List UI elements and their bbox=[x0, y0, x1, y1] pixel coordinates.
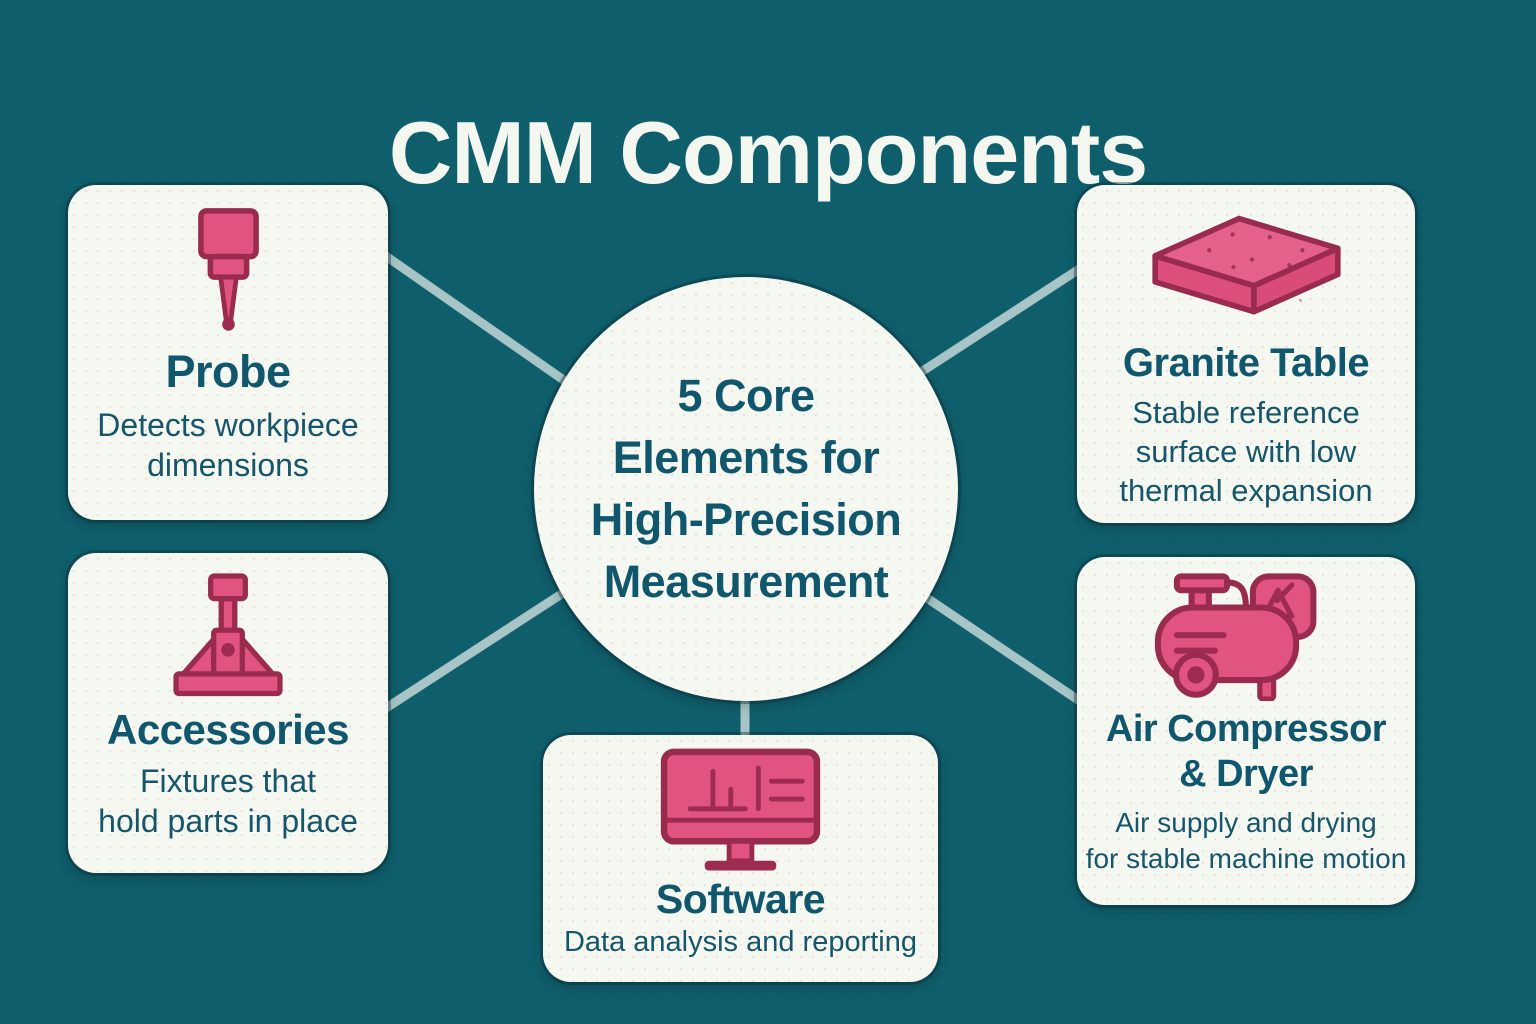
card-probe-description: Detects workpiece dimensions bbox=[97, 406, 359, 483]
card-air-compressor-dryer-description: Air supply and drying for stable machine… bbox=[1085, 806, 1407, 875]
card-accessories-description: Fixtures that hold parts in place bbox=[98, 763, 358, 840]
card-air-compressor-dryer-title: Air Compressor & Dryer bbox=[1105, 708, 1387, 795]
probe-icon bbox=[181, 203, 276, 337]
card-software-description: Data analysis and reporting bbox=[563, 926, 918, 959]
card-air-compressor-dryer: Air Compressor & Dryer Air supply and dr… bbox=[1077, 557, 1415, 905]
granite-slab-icon bbox=[1144, 211, 1349, 323]
card-granite-table: Granite Table Stable reference surface w… bbox=[1077, 185, 1415, 523]
monitor-chart-icon bbox=[659, 747, 822, 873]
fixture-clamp-icon bbox=[164, 569, 292, 699]
card-software-title: Software bbox=[655, 876, 826, 922]
connector-accessories bbox=[377, 578, 583, 716]
center-circle-text: 5 Core Elements for High-Precision Measu… bbox=[590, 369, 902, 608]
connector-probe bbox=[377, 248, 588, 399]
card-granite-table-description: Stable reference surface with low therma… bbox=[1119, 395, 1373, 509]
card-probe: Probe Detects workpiece dimensions bbox=[68, 185, 388, 520]
connector-air-compressor bbox=[912, 586, 1093, 712]
center-circle: 5 Core Elements for High-Precision Measu… bbox=[534, 277, 958, 701]
card-accessories-title: Accessories bbox=[106, 706, 350, 753]
card-accessories: Accessories Fixtures that hold parts in … bbox=[68, 553, 388, 873]
air-compressor-icon bbox=[1151, 573, 1341, 701]
card-granite-table-title: Granite Table bbox=[1122, 341, 1370, 385]
card-probe-title: Probe bbox=[165, 346, 291, 397]
card-software: Software Data analysis and reporting bbox=[543, 735, 938, 982]
connector-granite-table bbox=[909, 258, 1093, 382]
page-title: CMM Components bbox=[388, 102, 1148, 202]
